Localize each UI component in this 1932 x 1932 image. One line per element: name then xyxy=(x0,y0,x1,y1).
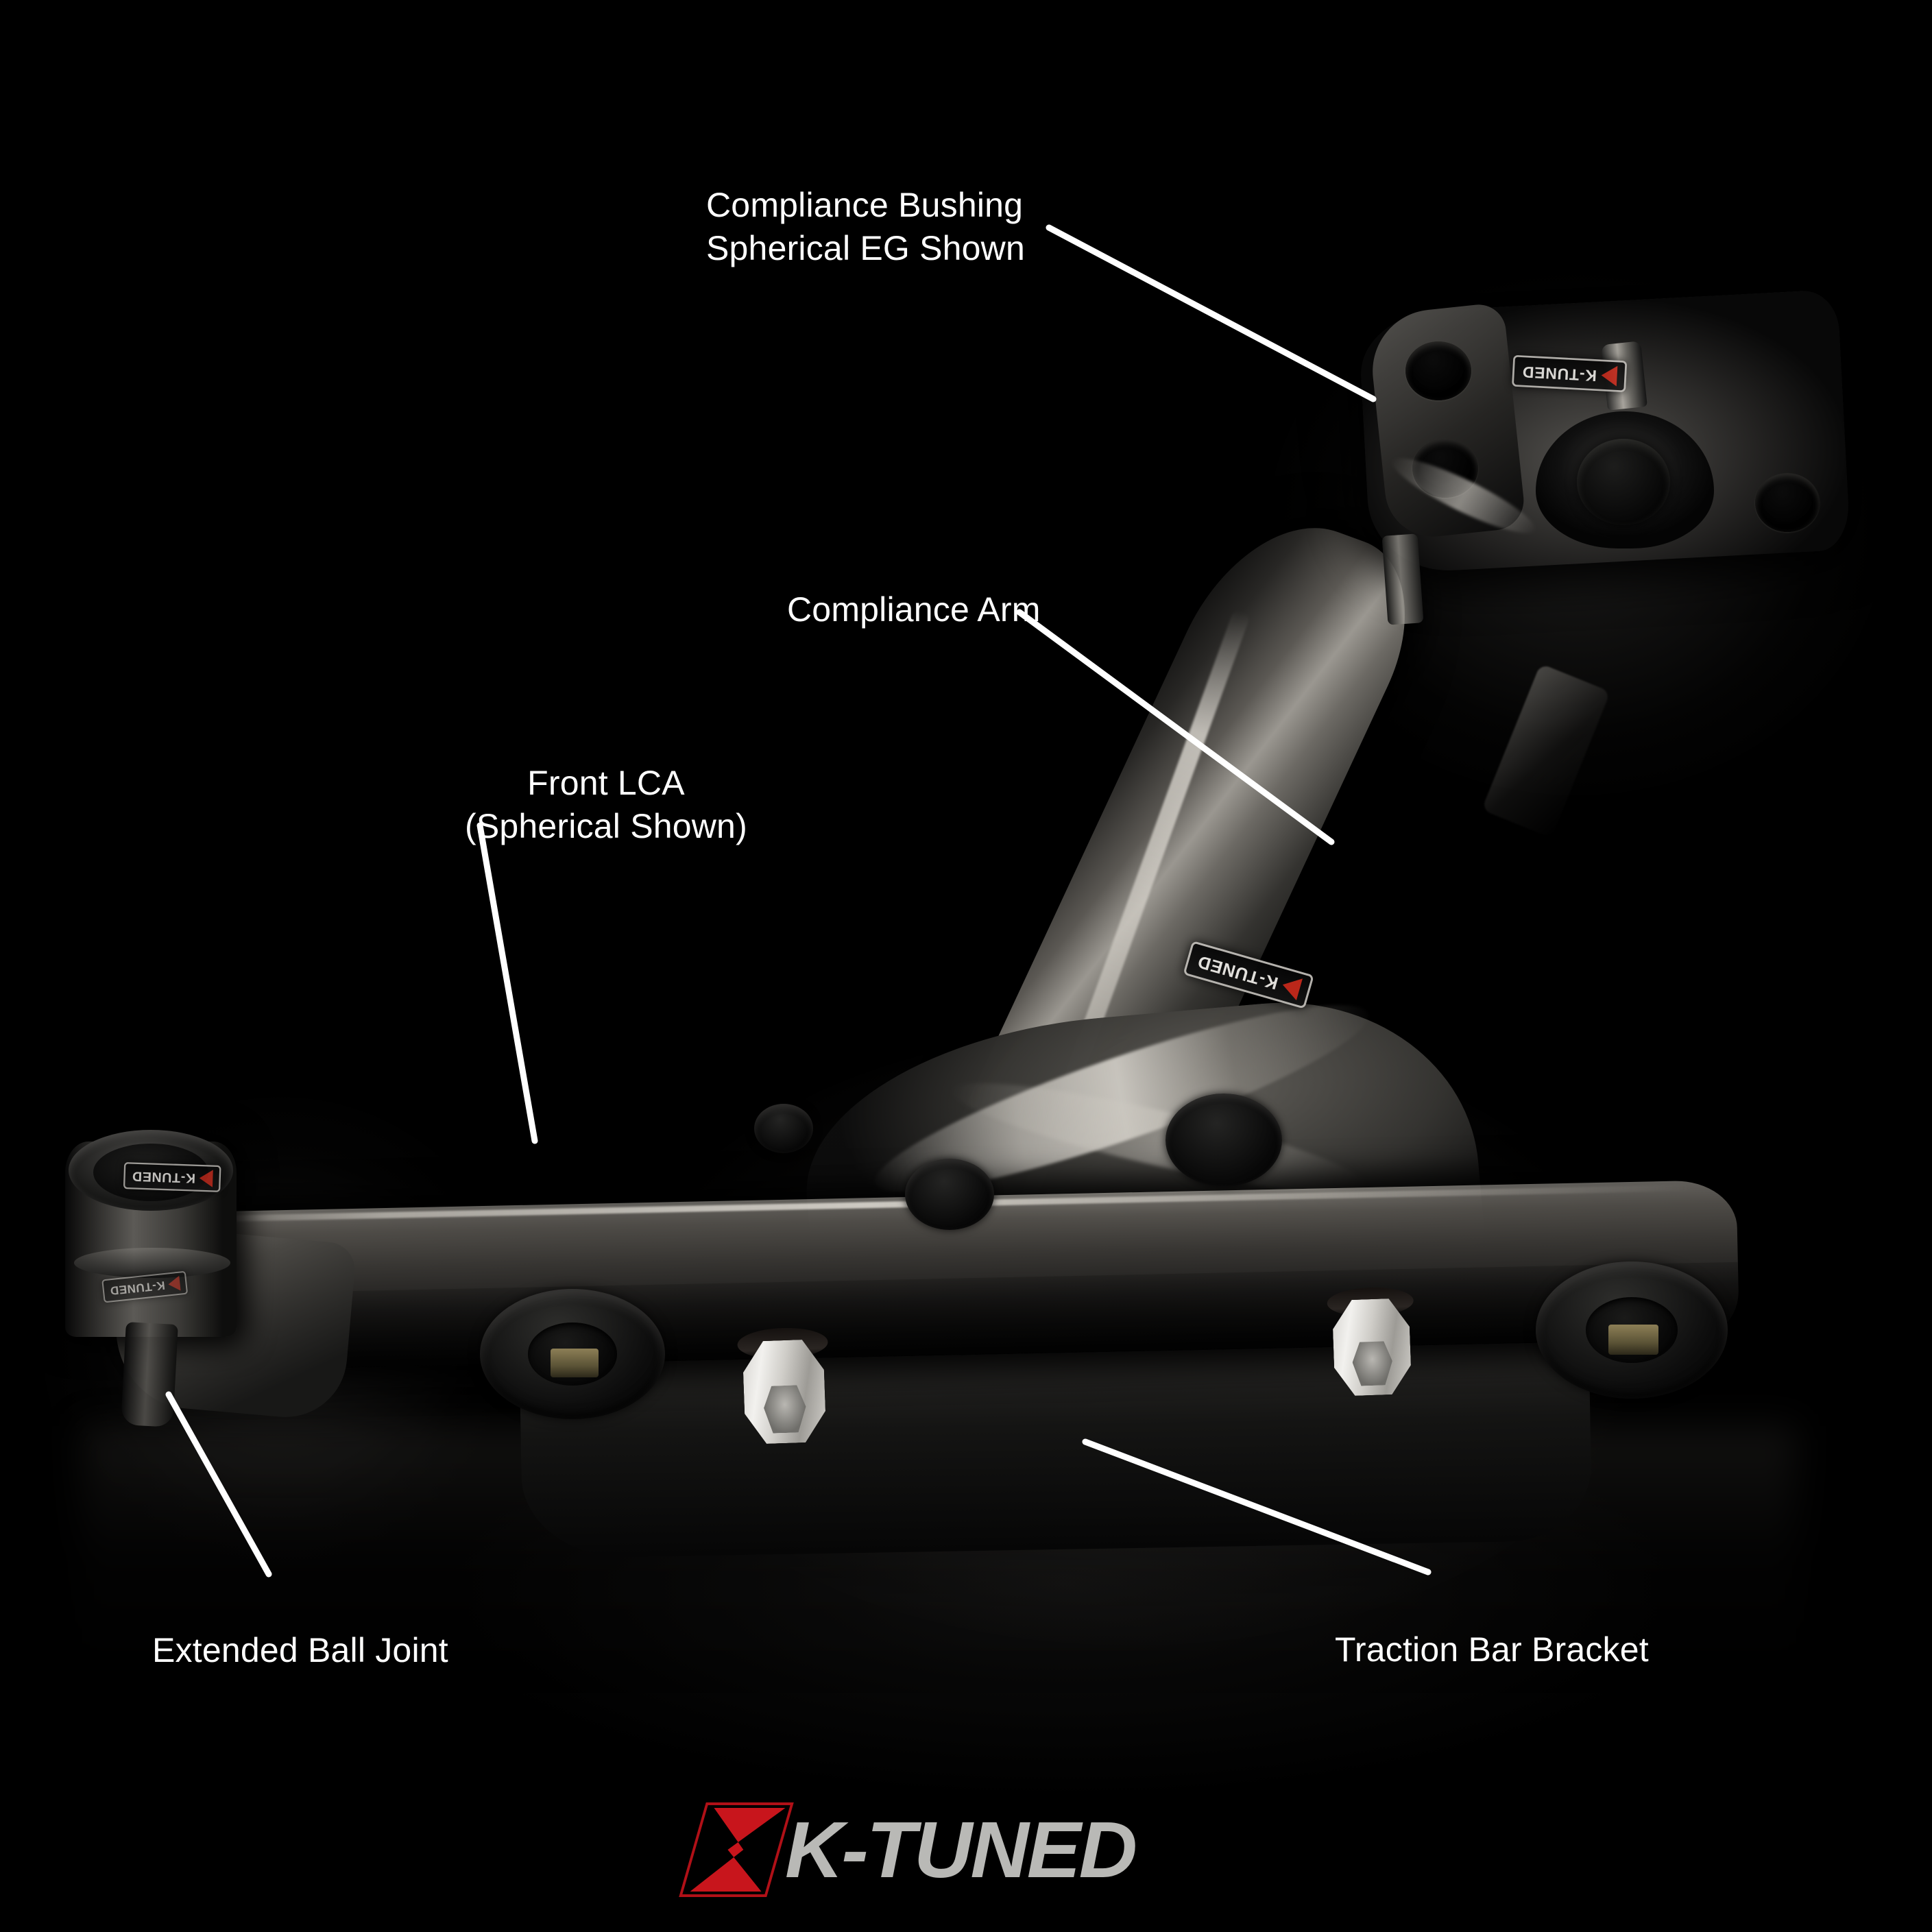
callout-label: Front LCA (Spherical Shown) xyxy=(465,764,747,845)
traction-bar-bracket-part xyxy=(519,1334,1593,1559)
lca-bushing xyxy=(480,1289,665,1419)
k-tuned-badge-text: K-TUNED xyxy=(131,1168,196,1186)
k-arrow-mark-icon xyxy=(679,1802,794,1897)
k-tuned-badge-text: K-TUNED xyxy=(1521,363,1597,385)
bushing-crush-sleeve xyxy=(1608,1325,1659,1355)
k-tuned-badge-text: K-TUNED xyxy=(109,1278,166,1298)
callout-label: Compliance Arm xyxy=(787,590,1041,629)
k-arrow-mark-icon xyxy=(1279,974,1303,1001)
arm-bolt-boss xyxy=(754,1104,813,1153)
hex-nut xyxy=(736,1326,829,1445)
spherical-bushing-core xyxy=(1577,439,1670,525)
ball-joint-shank xyxy=(121,1322,178,1427)
bracket-bolt-hole xyxy=(1755,473,1820,532)
k-tuned-badge: K-TUNED xyxy=(1512,354,1628,393)
bushing-crush-sleeve xyxy=(550,1349,599,1378)
callout-label: Compliance Bushing Spherical EG Shown xyxy=(706,186,1025,267)
bracket-bolt xyxy=(1381,533,1424,625)
k-arrow-mark-icon xyxy=(1600,365,1618,387)
callout-compliance-bushing: Compliance Bushing Spherical EG Shown xyxy=(706,141,1025,270)
callout-compliance-arm: Compliance Arm xyxy=(787,545,1041,631)
callout-label: Traction Bar Bracket xyxy=(1335,1630,1649,1669)
casting-emboss-mark xyxy=(1481,663,1611,838)
callout-label: Extended Ball Joint xyxy=(152,1631,448,1669)
arm-bolt-boss xyxy=(905,1159,994,1230)
k-arrow-mark-icon xyxy=(199,1169,213,1187)
k-arrow-mark-icon xyxy=(167,1275,181,1292)
k-tuned-logo: K-TUNED xyxy=(679,1795,1137,1905)
lca-bushing xyxy=(1536,1261,1728,1399)
arm-bolt-boss xyxy=(1166,1094,1282,1187)
callout-front-lca: Front LCA (Spherical Shown) xyxy=(465,719,747,848)
hex-nut xyxy=(1327,1286,1414,1397)
callout-extended-ball-joint: Extended Ball Joint xyxy=(152,1586,448,1672)
k-tuned-badge: K-TUNED xyxy=(123,1161,221,1193)
brand-wordmark: K-TUNED xyxy=(784,1805,1137,1894)
ball-joint-retaining-ring xyxy=(74,1248,230,1278)
callout-traction-bar-bracket: Traction Bar Bracket xyxy=(1335,1585,1649,1671)
bracket-bolt-hole xyxy=(1405,341,1471,400)
